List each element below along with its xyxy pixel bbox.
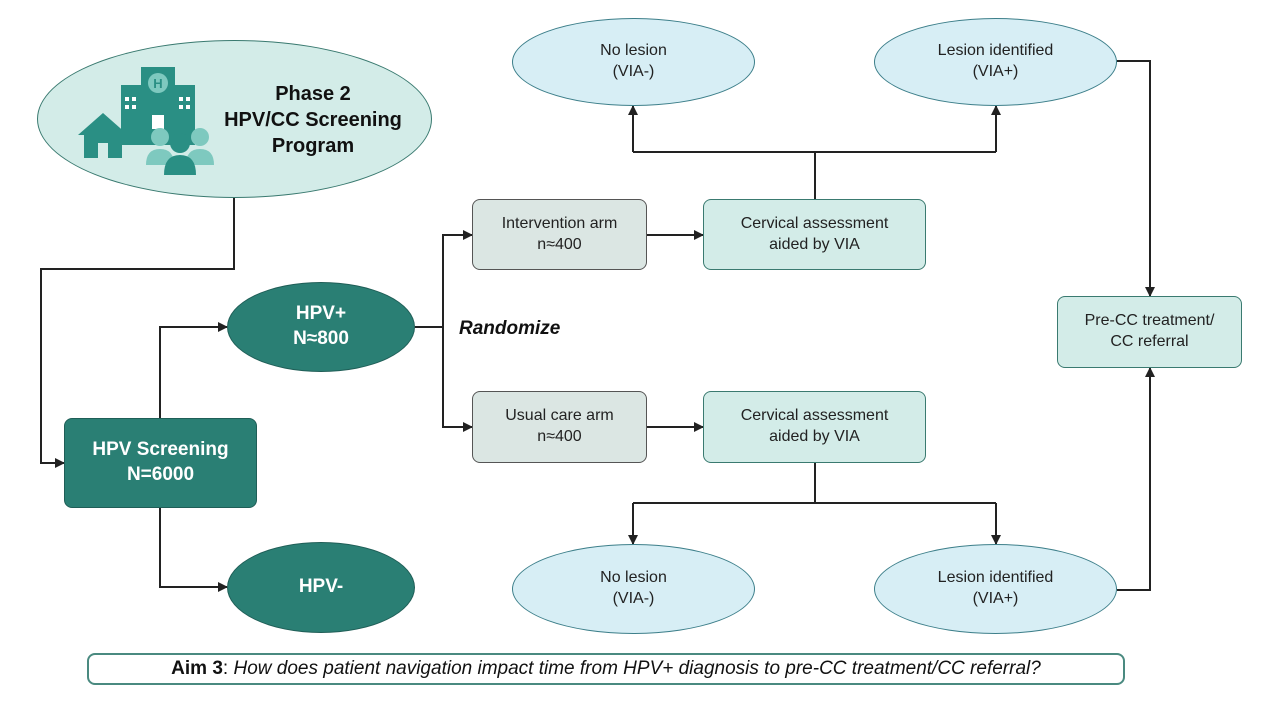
no-lesion-top-node: No lesion (VIA-) <box>512 18 755 106</box>
intervention-arm-label: Intervention arm n≈400 <box>501 214 618 253</box>
line-assess-bottom-split <box>633 463 996 504</box>
aim-question: How does patient navigation impact time … <box>233 658 1041 679</box>
cervical-assessment-label: Cervical assessment aided by VIA <box>740 214 889 253</box>
pre-cc-treatment-label: Pre-CC treatment/ CC referral <box>1084 312 1215 350</box>
program-title-line: HPV/CC Screening <box>224 109 402 131</box>
arrow-to-usual <box>442 327 473 432</box>
phase2-program-node: H Phase 2 HPV/CC Screening Program <box>37 40 432 198</box>
lesion-identified-label: Lesion identified (VIA+) <box>937 569 1054 607</box>
usual-care-arm-label: Usual care arm n≈400 <box>505 407 614 445</box>
lesion-identified-bottom-node: Lesion identified (VIA+) <box>874 544 1117 634</box>
hpv-screening-label: HPV Screening N=6000 <box>92 439 229 485</box>
arrow-screening-to-hpvneg <box>159 508 228 592</box>
arrow-phase-to-screening <box>40 197 235 468</box>
line-assess-top-split <box>633 151 996 199</box>
pre-cc-treatment-node: Pre-CC treatment/ CC referral <box>1057 296 1242 368</box>
hpv-screening-node: HPV Screening N=6000 <box>64 418 257 508</box>
hpv-negative-node: HPV- <box>227 542 415 633</box>
hpv-positive-label: HPV+ N≈800 <box>293 303 349 349</box>
arrow-lesion-top-to-treatment <box>1117 60 1155 297</box>
aim-question-banner: Aim 3: How does patient navigation impac… <box>87 653 1125 685</box>
cervical-assessment-top-node: Cervical assessment aided by VIA <box>703 199 926 270</box>
cervical-assessment-bottom-node: Cervical assessment aided by VIA <box>703 391 926 463</box>
program-title-line: Program <box>271 135 355 157</box>
arrow-lesion-bottom-to-treatment <box>1117 367 1155 591</box>
phase-title: Phase 2 <box>275 83 351 105</box>
no-lesion-label: No lesion (VIA-) <box>600 42 667 80</box>
svg-text:H: H <box>153 76 162 91</box>
lesion-identified-label: Lesion identified (VIA+) <box>937 42 1054 80</box>
lesion-identified-top-node: Lesion identified (VIA+) <box>874 18 1117 106</box>
randomize-label: Randomize <box>459 318 561 339</box>
arrow-screening-to-hpvpos <box>159 322 228 418</box>
intervention-arm-node: Intervention arm n≈400 <box>472 199 647 270</box>
aim-separator: : <box>222 658 234 679</box>
aim-label: Aim 3 <box>171 658 223 679</box>
cervical-assessment-label: Cervical assessment aided by VIA <box>740 407 889 445</box>
no-lesion-bottom-node: No lesion (VIA-) <box>512 544 755 634</box>
hospital-community-icon: H <box>78 67 214 175</box>
no-lesion-label: No lesion (VIA-) <box>600 569 667 607</box>
hpv-negative-label: HPV- <box>298 576 344 598</box>
arrow-to-intervention <box>442 230 473 327</box>
usual-care-arm-node: Usual care arm n≈400 <box>472 391 647 463</box>
hpv-positive-node: HPV+ N≈800 <box>227 282 415 372</box>
